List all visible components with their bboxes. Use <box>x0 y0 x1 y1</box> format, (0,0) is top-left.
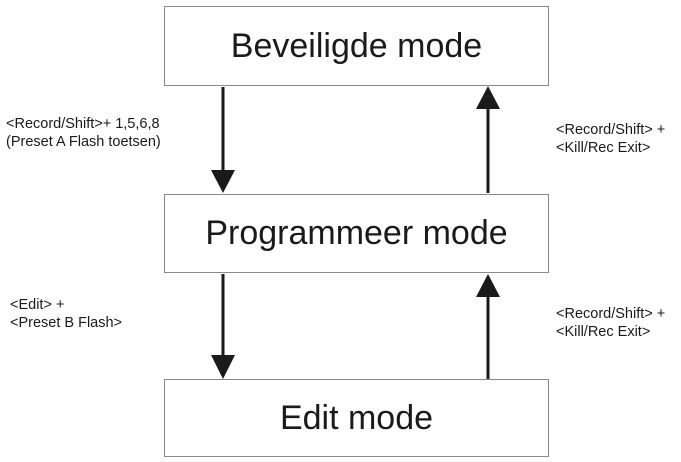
transition-note-top-to-middle: <Record/Shift>+ 1,5,6,8 (Preset A Flash … <box>6 115 161 151</box>
note-line: <Record/Shift> + <box>556 122 666 138</box>
state-box-programmeer-mode: Programmeer mode <box>164 194 549 273</box>
arrow-down-top-to-middle <box>211 87 235 193</box>
arrow-down-middle-to-bottom <box>211 274 235 379</box>
note-line: (Preset A Flash toetsen) <box>6 134 161 150</box>
state-label-beveiligde-mode: Beveiligde mode <box>230 26 483 65</box>
note-line: <Edit> + <box>10 297 65 313</box>
state-label-programmeer-mode: Programmeer mode <box>205 214 508 252</box>
state-label-edit-mode: Edit mode <box>279 398 434 437</box>
note-line: <Record/Shift> + <box>556 306 666 322</box>
note-line: <Kill/Rec Exit> <box>556 140 651 156</box>
arrow-up-bottom-to-middle <box>476 274 500 379</box>
transition-note-middle-to-bottom: <Edit> + <Preset B Flash> <box>10 296 122 332</box>
arrow-up-middle-to-top <box>476 86 500 193</box>
transition-note-bottom-to-middle: <Record/Shift> + <Kill/Rec Exit> <box>556 305 665 341</box>
state-box-beveiligde-mode: Beveiligde mode <box>164 6 549 86</box>
state-box-edit-mode: Edit mode <box>164 379 549 457</box>
note-line: <Record/Shift>+ 1,5,6,8 <box>6 116 160 132</box>
transition-note-middle-to-top: <Record/Shift> + <Kill/Rec Exit> <box>556 121 665 157</box>
note-line: <Preset B Flash> <box>10 315 123 331</box>
note-line: <Kill/Rec Exit> <box>556 324 651 340</box>
